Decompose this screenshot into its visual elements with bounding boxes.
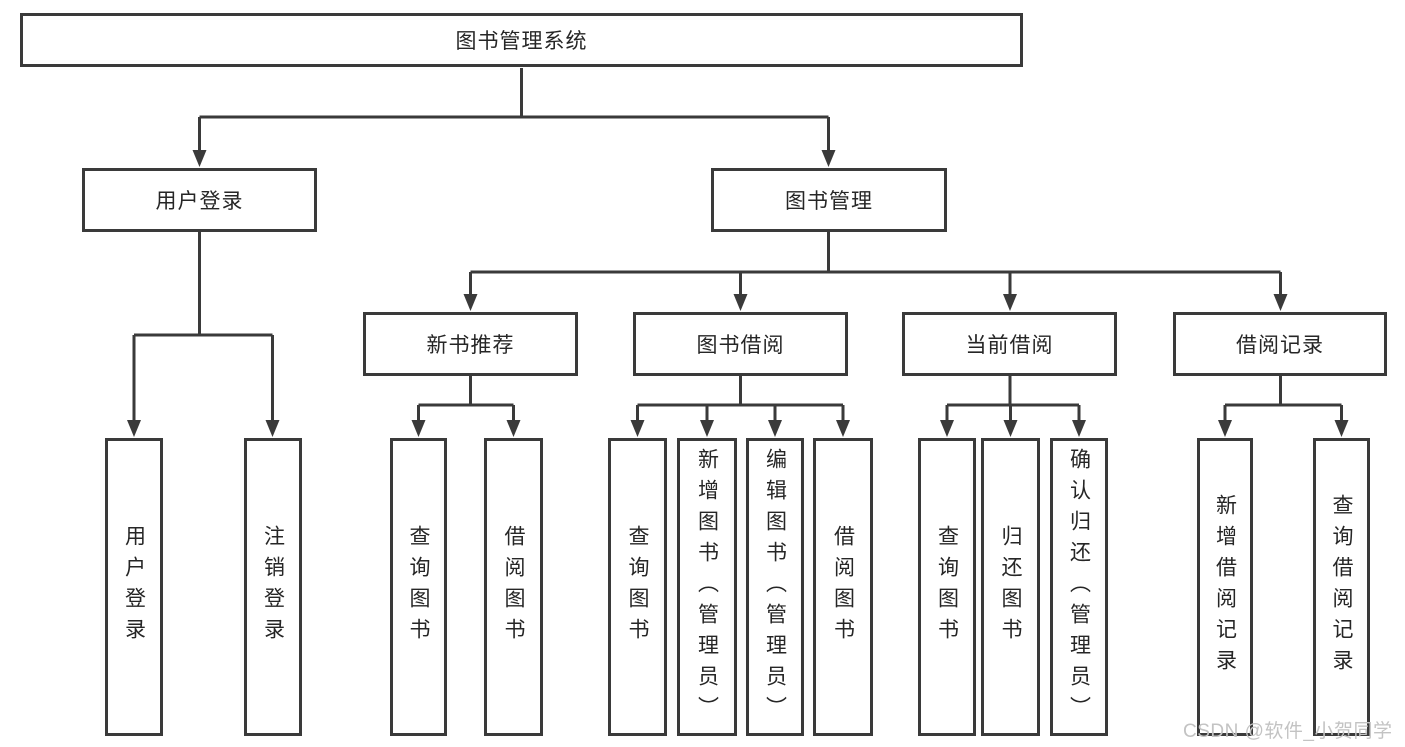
arrowhead <box>768 420 782 437</box>
arrowhead <box>1003 420 1018 437</box>
node-leaf-confirm-return-admin: 确认归还（管理员） <box>1050 438 1108 736</box>
node-root: 图书管理系统 <box>20 13 1023 67</box>
node-leaf-logout: 注销登录 <box>244 438 302 736</box>
arrowhead <box>192 150 207 167</box>
arrowhead <box>836 420 850 437</box>
arrowhead <box>630 420 645 437</box>
connector-book-management <box>469 232 1282 297</box>
node-leaf-query-books-borrow: 查询图书 <box>608 438 667 736</box>
arrowhead <box>940 420 954 437</box>
arrowhead <box>1072 420 1086 437</box>
arrowhead <box>1003 294 1017 311</box>
node-leaf-query-books-recommend: 查询图书 <box>390 438 447 736</box>
node-book-management: 图书管理 <box>711 168 947 232</box>
arrowhead <box>1218 420 1232 437</box>
connector-current-borrow <box>945 376 1081 423</box>
csdn-watermark: CSDN @软件_小贺同学 <box>1183 721 1393 742</box>
node-leaf-query-books-current: 查询图书 <box>918 438 976 736</box>
arrowhead <box>265 420 280 437</box>
node-book-borrow: 图书借阅 <box>633 312 848 376</box>
connector-borrow-records <box>1223 376 1343 423</box>
arrowhead <box>700 420 714 437</box>
connector-root <box>198 68 830 153</box>
node-leaf-edit-books-admin: 编辑图书（管理员） <box>746 438 804 736</box>
node-leaf-return-books: 归还图书 <box>981 438 1040 736</box>
connector-new-book-recommend <box>417 376 515 423</box>
arrowhead <box>463 294 478 311</box>
arrowhead <box>411 420 426 437</box>
arrowhead <box>506 420 521 437</box>
arrowhead <box>127 420 141 437</box>
node-user-login: 用户登录 <box>82 168 317 232</box>
arrowhead <box>733 294 748 311</box>
node-leaf-borrow-books-recommend: 借阅图书 <box>484 438 543 736</box>
node-current-borrow: 当前借阅 <box>902 312 1117 376</box>
connector-book-borrow <box>636 376 845 423</box>
node-leaf-add-books-admin: 新增图书（管理员） <box>677 438 737 736</box>
node-borrow-records: 借阅记录 <box>1173 312 1387 376</box>
node-leaf-user-login: 用户登录 <box>105 438 163 736</box>
node-leaf-add-borrow-record: 新增借阅记录 <box>1197 438 1253 736</box>
node-leaf-borrow-books: 借阅图书 <box>813 438 873 736</box>
arrowhead <box>1273 294 1288 311</box>
node-leaf-query-borrow-record: 查询借阅记录 <box>1313 438 1370 736</box>
arrowhead <box>1334 420 1349 437</box>
connector-user-login <box>132 232 274 423</box>
arrowhead <box>821 150 836 167</box>
node-new-book-recommend: 新书推荐 <box>363 312 578 376</box>
